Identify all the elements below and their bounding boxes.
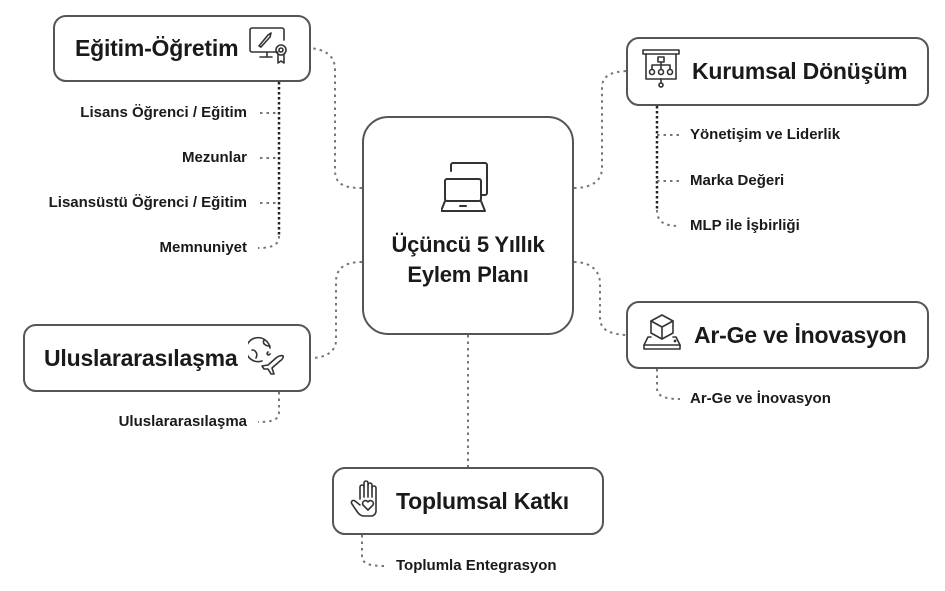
connector-center-egitim <box>310 47 363 189</box>
connector-uluslararasi-child <box>257 392 280 423</box>
connector-egitim-trunk-end <box>257 235 280 249</box>
node-toplumsal-katki[interactable]: Toplumsal Katkı <box>332 467 604 535</box>
globe-airplane-icon <box>244 336 290 381</box>
connector-center-arge <box>573 261 627 336</box>
child-yonetisim-ve-liderlik[interactable]: Yönetişim ve Liderlik <box>690 126 841 143</box>
node-egitim-ogretim[interactable]: Eğitim-Öğretim <box>53 15 311 82</box>
child-mlp-ile-isbirligi[interactable]: MLP ile İşbirliği <box>690 217 800 234</box>
child-mezunlar[interactable]: Mezunlar <box>181 149 247 166</box>
presentation-org-chart-icon <box>642 49 680 94</box>
child-lisans-ogrenci-egitim[interactable]: Lisans Öğrenci / Eğitim <box>80 104 247 121</box>
node-title: Kurumsal Dönüşüm <box>692 58 908 84</box>
center-title: Üçüncü 5 Yıllık Eylem Planı <box>391 232 545 287</box>
child-toplumla-entegrasyon[interactable]: Toplumla Entegrasyon <box>396 557 557 574</box>
connector-kurumsal-trunk-end <box>656 209 681 227</box>
connector-center-kurumsal <box>573 70 627 189</box>
node-title: Eğitim-Öğretim <box>75 35 239 61</box>
child-lisansustu-ogrenci-egitim[interactable]: Lisansüstü Öğrenci / Eğitim <box>48 194 247 211</box>
connector-center-uluslararasi <box>310 261 363 359</box>
node-kurumsal-donusum[interactable]: Kurumsal Dönüşüm <box>626 37 929 106</box>
child-memnuniyet[interactable]: Memnuniyet <box>159 239 247 256</box>
center-node[interactable]: Üçüncü 5 Yıllık Eylem Planı <box>362 116 574 335</box>
child-arge-ve-inovasyon[interactable]: Ar-Ge ve İnovasyon <box>690 390 831 407</box>
connector-toplumsal-child <box>361 535 387 567</box>
node-title: Uluslararasılaşma <box>44 344 238 371</box>
node-uluslararasilasma[interactable]: Uluslararasılaşma <box>23 324 311 392</box>
cube-platform-icon <box>642 313 682 358</box>
child-marka-degeri[interactable]: Marka Değeri <box>690 172 785 189</box>
monitor-certificate-icon <box>248 26 290 71</box>
child-uluslararasilasma[interactable]: Uluslararasılaşma <box>118 413 247 430</box>
laptop-windows-icon <box>440 161 495 220</box>
hand-heart-icon <box>350 479 384 524</box>
node-title: Toplumsal Katkı <box>396 487 569 514</box>
node-arge-ve-inovasyon[interactable]: Ar-Ge ve İnovasyon <box>626 301 929 369</box>
connector-arge-child <box>656 369 681 400</box>
node-title: Ar-Ge ve İnovasyon <box>694 321 907 348</box>
